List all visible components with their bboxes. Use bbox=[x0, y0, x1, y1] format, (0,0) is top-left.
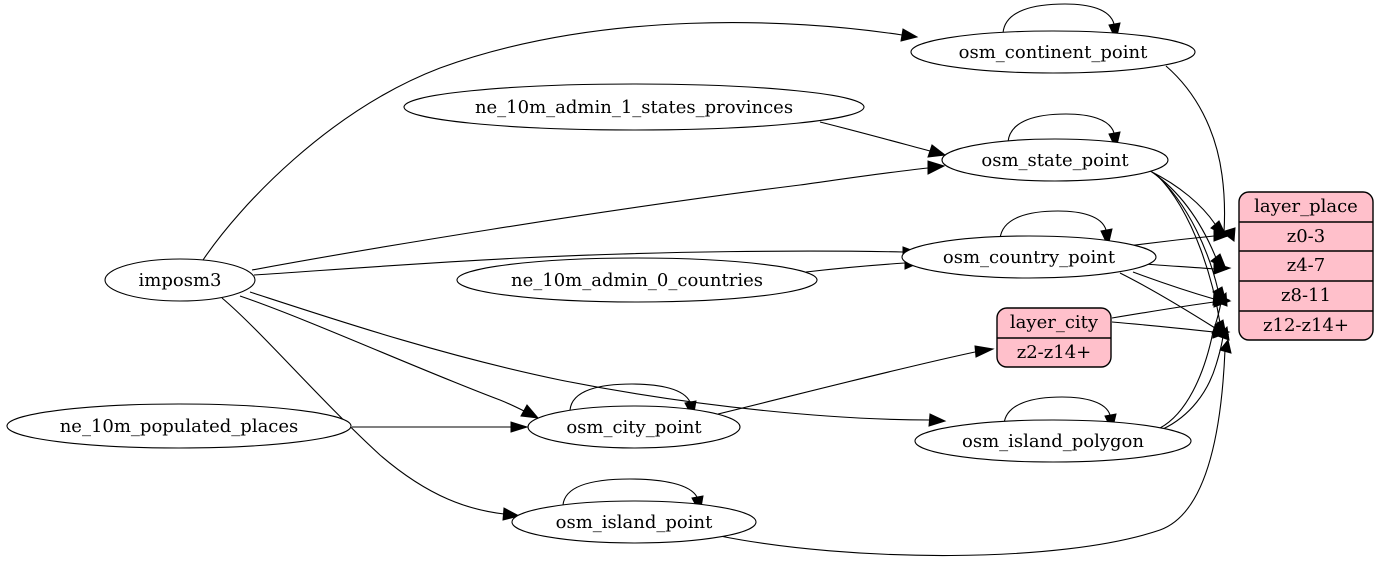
node-label-ne_10m_admin_1_states_provinces: ne_10m_admin_1_states_provinces bbox=[475, 97, 793, 118]
record-row-layer_city-z2-z14plus[interactable]: z2-z14+ bbox=[1017, 342, 1092, 363]
edge-osm_state_point-to-layer_place-z0-3 bbox=[1149, 170, 1228, 238]
node-osm_country_point[interactable]: osm_country_point bbox=[901, 235, 1157, 279]
node-osm_city_point[interactable]: osm_city_point bbox=[527, 405, 741, 449]
node-label-ne_10m_admin_0_countries: ne_10m_admin_0_countries bbox=[511, 270, 763, 291]
edges-layer bbox=[202, 3, 1236, 557]
record-nodes-layer: layer_place z0-3 z4-7 z8-11 z12-z14+ lay… bbox=[996, 191, 1374, 368]
edge-layer_city-to-layer_place-z8-11 bbox=[1111, 295, 1232, 319]
edge-osm_island_point-to-layer_place-z12-z14+ bbox=[719, 338, 1232, 557]
node-ne_10m_admin_1_states_provinces[interactable]: ne_10m_admin_1_states_provinces bbox=[403, 83, 865, 131]
edge-imposm3-to-osm_continent_point bbox=[202, 22, 919, 261]
edge-osm_city_point-to-layer_city-z2-z14+ bbox=[717, 345, 995, 415]
edge-imposm3-to-osm_island_polygon bbox=[249, 291, 947, 427]
edge-osm_continent_point-to-layer_place-z0-3 bbox=[1165, 65, 1236, 242]
record-row-layer_city-header: layer_city bbox=[1010, 312, 1099, 333]
node-label-ne_10m_populated_places: ne_10m_populated_places bbox=[60, 416, 299, 437]
record-row-layer_place-header: layer_place bbox=[1254, 196, 1358, 217]
record-row-layer_place-z0-3[interactable]: z0-3 bbox=[1287, 226, 1325, 247]
node-ne_10m_admin_0_countries[interactable]: ne_10m_admin_0_countries bbox=[456, 257, 818, 303]
node-ne_10m_populated_places[interactable]: ne_10m_populated_places bbox=[6, 403, 352, 449]
node-label-osm_island_polygon: osm_island_polygon bbox=[962, 431, 1144, 452]
edge-osm_country_point-to-layer_place-z0-3 bbox=[1119, 229, 1232, 248]
node-label-osm_island_point: osm_island_point bbox=[556, 512, 713, 533]
node-label-osm_city_point: osm_city_point bbox=[566, 417, 702, 438]
node-label-osm_country_point: osm_country_point bbox=[943, 247, 1116, 268]
node-label-imposm3: imposm3 bbox=[139, 270, 222, 291]
edge-imposm3-to-osm_state_point bbox=[251, 160, 946, 271]
record-row-layer_place-z12-z14plus[interactable]: z12-z14+ bbox=[1263, 315, 1349, 336]
edge-layer_city-to-layer_place-z12-z14+ bbox=[1111, 321, 1231, 339]
node-osm_island_point[interactable]: osm_island_point bbox=[511, 500, 757, 544]
edge-ne_10m_populated_places-to-osm_city_point bbox=[352, 421, 529, 433]
edge-ne_10m_admin_1_states_provinces-to-osm_state_point bbox=[819, 121, 947, 158]
node-label-osm_continent_point: osm_continent_point bbox=[959, 42, 1148, 63]
node-osm_island_polygon[interactable]: osm_island_polygon bbox=[914, 419, 1192, 463]
node-label-osm_state_point: osm_state_point bbox=[981, 150, 1129, 171]
record-node-layer_place[interactable]: layer_place z0-3 z4-7 z8-11 z12-z14+ bbox=[1238, 191, 1374, 341]
edge-osm_state_point-to-layer_place-z4-7 bbox=[1151, 171, 1227, 271]
edge-osm_country_point-to-layer_place-z12-z14+ bbox=[1119, 272, 1230, 335]
record-node-layer_city[interactable]: layer_city z2-z14+ bbox=[996, 307, 1112, 368]
nodes-layer: imposm3 ne_10m_admin_1_states_provinces … bbox=[6, 30, 1196, 544]
edge-osm_island_polygon-to-layer_place-z12-z14+ bbox=[1162, 325, 1230, 430]
node-osm_continent_point[interactable]: osm_continent_point bbox=[910, 30, 1196, 74]
record-row-layer_place-z8-11[interactable]: z8-11 bbox=[1281, 285, 1331, 306]
edge-osm_country_point-to-layer_place-z4-7 bbox=[1144, 262, 1232, 275]
record-row-layer_place-z4-7[interactable]: z4-7 bbox=[1287, 255, 1325, 276]
edge-osm_island_polygon-to-layer_place-z8-11 bbox=[1159, 291, 1228, 429]
edge-imposm3-to-osm_city_point bbox=[239, 295, 540, 419]
node-imposm3[interactable]: imposm3 bbox=[104, 258, 256, 302]
node-osm_state_point[interactable]: osm_state_point bbox=[941, 138, 1169, 182]
edge-self-loop-osm_country_point bbox=[999, 210, 1113, 248]
